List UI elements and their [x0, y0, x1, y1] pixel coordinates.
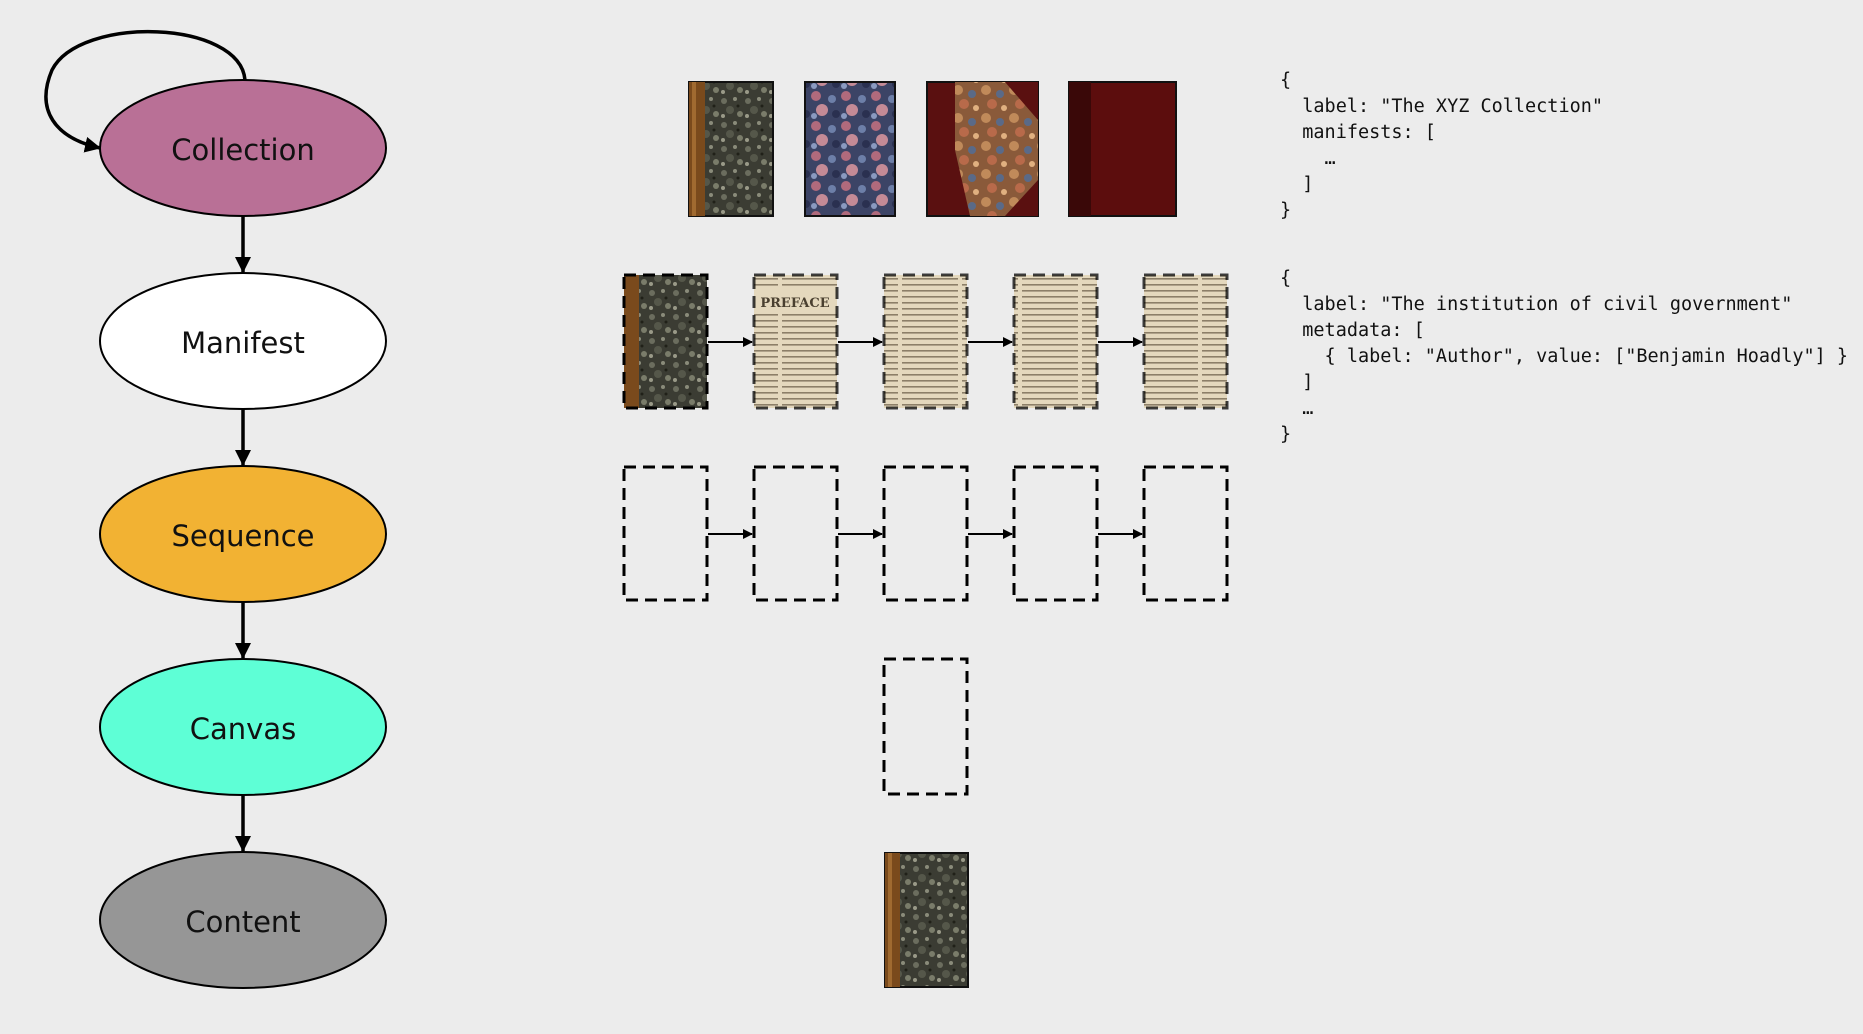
content-node — [99, 851, 387, 989]
page-thumbnail: PREFACE — [752, 273, 839, 410]
sequence-canvases-row — [622, 465, 1229, 602]
page-thumbnail — [882, 273, 969, 410]
code-line: } — [1280, 424, 1292, 445]
page-heading-text: PREFACE — [760, 296, 829, 311]
collection-json-snippet: { label: "The XYZ Collection" manifests:… — [1280, 68, 1603, 224]
code-line: { — [1280, 268, 1292, 289]
code-line: ] — [1280, 372, 1314, 393]
code-line: … — [1280, 148, 1336, 169]
code-line: { — [1280, 70, 1292, 91]
book-cover-thumbnail — [804, 81, 896, 217]
empty-canvas-placeholder — [1012, 465, 1099, 602]
content-image-thumbnail — [884, 852, 969, 988]
empty-canvas-placeholder — [622, 465, 709, 602]
empty-canvas-placeholder — [1142, 465, 1229, 602]
page-thumbnail-cover — [622, 273, 709, 410]
code-line: } — [1280, 200, 1292, 221]
canvas-node-label: Canvas — [190, 712, 296, 746]
code-line: ] — [1280, 174, 1314, 195]
manifest-node-label: Manifest — [181, 326, 305, 360]
code-line: manifests: [ — [1280, 122, 1436, 143]
code-line: label: "The XYZ Collection" — [1280, 96, 1604, 117]
hierarchy-graph: Collection Manifest Sequence Canvas Cont… — [44, 29, 387, 989]
collection-self-loop-arrow — [44, 29, 247, 153]
page-thumbnail — [1012, 273, 1099, 410]
book-cover-thumbnail — [688, 81, 774, 217]
manifest-json-snippet: { label: "The institution of civil gover… — [1280, 266, 1848, 448]
page-thumbnail — [1142, 273, 1229, 410]
code-line: metadata: [ — [1280, 320, 1425, 341]
code-line: { label: "Author", value: ["Benjamin Hoa… — [1280, 346, 1849, 367]
manifest-pages-row: PREFACE — [622, 273, 1229, 410]
empty-canvas-placeholder — [882, 465, 969, 602]
collection-node-label: Collection — [171, 133, 314, 167]
empty-canvas-placeholder — [752, 465, 839, 602]
code-line: label: "The institution of civil governm… — [1280, 294, 1793, 315]
sequence-node-label: Sequence — [171, 519, 314, 553]
single-canvas-placeholder — [882, 657, 969, 796]
book-cover-thumbnail — [926, 81, 1039, 217]
code-line: … — [1280, 398, 1314, 419]
content-node-label: Content — [185, 905, 300, 939]
book-cover-thumbnail — [1068, 81, 1177, 217]
collection-books-row — [688, 81, 1177, 217]
